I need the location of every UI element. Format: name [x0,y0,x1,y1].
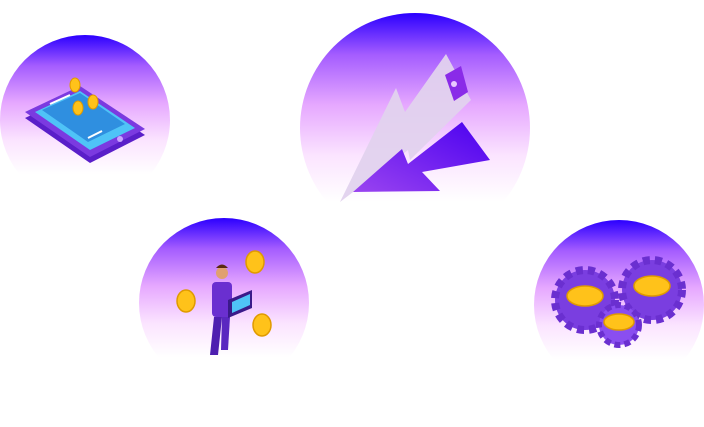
phone-icon [25,86,145,163]
coin-icons [176,250,272,337]
coin-icons [566,275,671,331]
lightning-arrow-icon [340,54,490,202]
coin-icons [69,77,99,116]
person-with-laptop-icon [210,264,252,355]
